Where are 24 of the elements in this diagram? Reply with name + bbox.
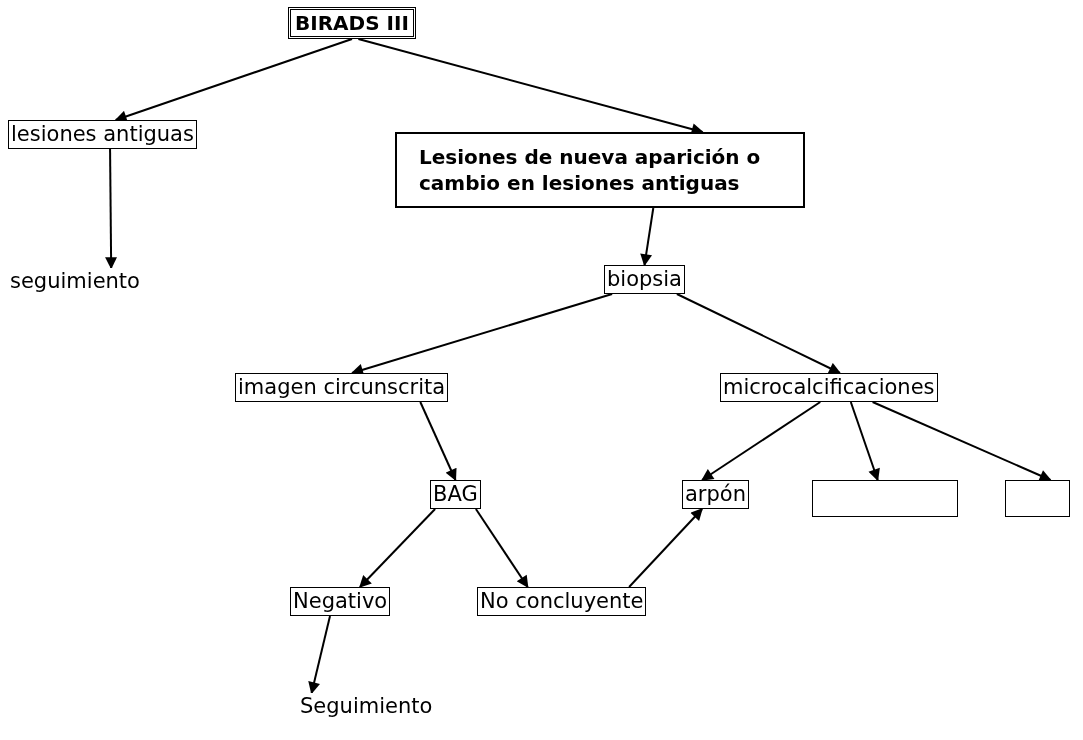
process-box: arpón [682,480,749,510]
arrow [640,207,655,267]
process-box: No concluyente [477,587,647,617]
process-box: biopsia [604,265,685,295]
process-box: BIRADS III [288,7,416,39]
arrow [359,508,437,588]
arrow [357,38,704,135]
arrow [871,401,1052,482]
arrow [105,148,118,270]
arrow [849,401,880,482]
arrow [675,293,841,374]
empty-box [1005,480,1070,517]
process-box: Lesiones de nueva aparición o cambio en lesiones antiguas [395,132,805,208]
process-box: imagen circunscrita [235,373,449,403]
arrow [628,508,704,588]
arrow [474,508,529,588]
arrow [701,401,822,481]
arrow [419,401,457,482]
arrow [308,615,331,695]
process-box: lesiones antiguas [8,120,197,150]
empty-box [812,480,958,517]
process-box: Negativo [290,587,391,617]
process-box: microcalcificaciones [720,373,938,403]
process-box: BAG [430,480,481,510]
